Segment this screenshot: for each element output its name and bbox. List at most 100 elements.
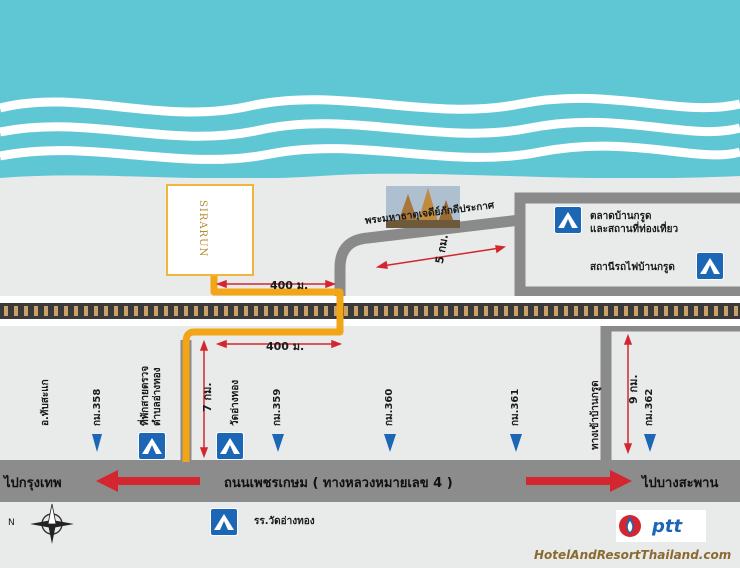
railway-tie: [464, 306, 468, 316]
ptt-logo: [616, 510, 706, 542]
railway-tie: [114, 306, 118, 316]
railway-tie: [544, 306, 548, 316]
railway-tie: [574, 306, 578, 316]
distance-400m-upper: 400 ม.: [270, 279, 309, 292]
wat-angthong-marker-icon[interactable]: [216, 432, 244, 460]
railway-tie: [404, 306, 408, 316]
railway-tie: [424, 306, 428, 316]
railway-tie: [344, 306, 348, 316]
railway-tie: [324, 306, 328, 316]
railway-tie: [244, 306, 248, 316]
railway-tie: [74, 306, 78, 316]
railway-tie: [434, 306, 438, 316]
railway-tie: [634, 306, 638, 316]
highway-label: ถนนเพชรเกษม ( ทางหลวงหมายเลข 4 ): [224, 476, 453, 491]
tent-icon: [558, 212, 578, 228]
railway-tie: [284, 306, 288, 316]
station-marker-icon[interactable]: [696, 252, 724, 280]
distance-7km: 7 กม.: [201, 382, 214, 412]
km-360-label: กม.360: [384, 388, 395, 426]
route-to-resort: [182, 276, 344, 462]
temple-photo: [386, 186, 460, 228]
railway-tie: [584, 306, 588, 316]
railway-tie: [14, 306, 18, 316]
railway-tie: [214, 306, 218, 316]
railway-tie: [454, 306, 458, 316]
railway-tie: [124, 306, 128, 316]
railway-tie: [194, 306, 198, 316]
railway-tie: [554, 306, 558, 316]
market-marker-icon[interactable]: [554, 206, 582, 234]
railway-tie: [294, 306, 298, 316]
railway-tie: [4, 306, 8, 316]
railway-tie: [264, 306, 268, 316]
railway-tie: [364, 306, 368, 316]
railway-tie: [714, 306, 718, 316]
police-marker-icon[interactable]: [138, 432, 166, 460]
km-marker-pins: [92, 434, 656, 452]
railway-tie: [734, 306, 738, 316]
railway-tie: [724, 306, 728, 316]
railway-tie: [604, 306, 608, 316]
school-marker-icon[interactable]: [210, 508, 238, 536]
railway: [0, 303, 740, 319]
railway-tie: [24, 306, 28, 316]
railway-tie: [164, 306, 168, 316]
railway-tie: [704, 306, 708, 316]
wat-angthong-label: วัดอ่างทอง: [230, 379, 241, 426]
wave: [0, 93, 740, 117]
railway-tie: [504, 306, 508, 316]
railway-tie: [94, 306, 98, 316]
railway-tie: [274, 306, 278, 316]
watermark: HotelAndResortThailand.com: [534, 548, 732, 562]
tent-icon: [214, 514, 234, 530]
railway-tie: [354, 306, 358, 316]
railway-tie: [154, 306, 158, 316]
km-362-label: กม.362: [644, 388, 655, 426]
railway-tie: [54, 306, 58, 316]
bankrut-turn-label: ทางเข้าบ้านกรูด: [590, 380, 601, 450]
road-to-temple: [334, 192, 740, 300]
resort-logo[interactable]: SIRARUN: [166, 184, 254, 276]
road-market-loop: [514, 220, 740, 298]
railway-tie: [34, 306, 38, 316]
railway-tie: [334, 306, 338, 316]
railway-tie: [654, 306, 658, 316]
railway-tie: [64, 306, 68, 316]
km-359-label: กม.359: [272, 388, 283, 426]
police-label-2: ตำบลอ่างทอง: [152, 367, 163, 426]
railway-tie: [514, 306, 518, 316]
station-label: สถานีรถไฟบ้านกรูด: [590, 262, 675, 273]
distance-arrows: [199, 245, 633, 459]
thapsakae-label: อ.ทับสะแก: [40, 379, 51, 426]
resort-name: SIRARUN: [197, 200, 208, 258]
railway-tie: [594, 306, 598, 316]
railway-tie: [664, 306, 668, 316]
railway-tie: [624, 306, 628, 316]
tent-icon: [700, 258, 720, 274]
railway-tie: [204, 306, 208, 316]
railway-tie: [534, 306, 538, 316]
railway-tie: [474, 306, 478, 316]
ptt-label: ptt: [652, 516, 683, 537]
railway-tie: [134, 306, 138, 316]
railway-tie: [44, 306, 48, 316]
railway-tie: [444, 306, 448, 316]
railway-tie: [184, 306, 188, 316]
railway-tie: [644, 306, 648, 316]
railway-tie: [684, 306, 688, 316]
railway-tie: [374, 306, 378, 316]
tourist-label: และสถานที่ท่องเที่ยว: [590, 224, 679, 235]
tent-icon: [142, 438, 162, 454]
to-bangkok-label: ไปกรุงเทพ: [4, 476, 62, 491]
compass-icon: [30, 503, 74, 544]
railway-tie: [564, 306, 568, 316]
wave: [0, 117, 740, 141]
railway-tie: [234, 306, 238, 316]
highway-arrows: [96, 470, 632, 492]
railway-tie: [414, 306, 418, 316]
railway-tie: [494, 306, 498, 316]
railway-tie: [104, 306, 108, 316]
